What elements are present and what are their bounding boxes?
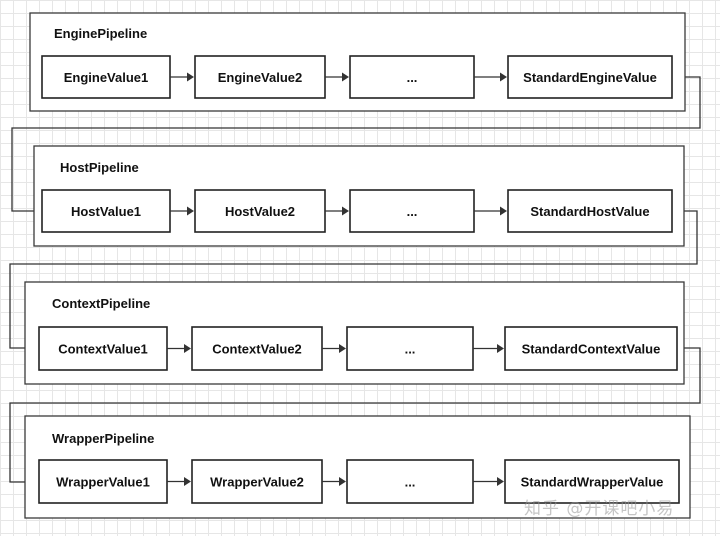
engine-arrow-head-2 (342, 72, 349, 82)
wrapper-arrow-head-3 (497, 477, 504, 486)
context-arrow-head-3 (497, 344, 504, 353)
wrapper-arrow-head-2 (339, 477, 346, 486)
context-arrow-head-1 (184, 344, 191, 353)
wrapper-valve-box-3 (346, 459, 474, 504)
context-valve-label-3: ... (405, 342, 416, 357)
host-arrow-head-2 (342, 206, 349, 216)
host-valve-label-1: HostValue1 (71, 204, 141, 219)
host-valve-label-2: HostValue2 (225, 204, 295, 219)
host-valve-label-4: StandardHostValue (530, 204, 649, 219)
context-valve-box-4 (504, 326, 678, 371)
pipeline-connector-line-1 (11, 76, 701, 212)
engine-arrow-head-3 (500, 72, 507, 82)
wrapper-pipeline-title: WrapperPipeline (52, 431, 154, 446)
host-valve-box-3 (349, 189, 475, 233)
context-valve-box-1 (38, 326, 168, 371)
engine-valve-label-2: EngineValue2 (218, 70, 303, 85)
context-arrow-head-2 (339, 344, 346, 353)
context-pipeline-title: ContextPipeline (52, 296, 150, 311)
wrapper-valve-box-2 (191, 459, 323, 504)
engine-pipeline-title: EnginePipeline (54, 26, 147, 41)
engine-valve-label-3: ... (407, 70, 418, 85)
host-valve-box-1 (41, 189, 171, 233)
engine-valve-label-4: StandardEngineValue (523, 70, 657, 85)
wrapper-valve-label-1: WrapperValue1 (56, 475, 150, 490)
host-pipeline-title: HostPipeline (60, 160, 139, 175)
wrapper-valve-label-4: StandardWrapperValue (521, 475, 664, 490)
context-valve-label-2: ContextValue2 (212, 342, 302, 357)
context-valve-box-3 (346, 326, 474, 371)
wrapper-arrow-head-1 (184, 477, 191, 486)
watermark-text: 知乎 @开课吧小易 (524, 499, 675, 519)
host-valve-box-4 (507, 189, 673, 233)
context-valve-box-2 (191, 326, 323, 371)
wrapper-valve-label-3: ... (405, 475, 416, 490)
wrapper-valve-box-1 (38, 459, 168, 504)
engine-valve-box-4 (507, 55, 673, 99)
pipeline-connector-line-3 (9, 347, 701, 483)
host-valve-label-3: ... (407, 204, 418, 219)
context-valve-label-4: StandardContextValue (522, 342, 661, 357)
host-arrow-head-1 (187, 206, 194, 216)
engine-arrow-head-1 (187, 72, 194, 82)
engine-valve-box-3 (349, 55, 475, 99)
wrapper-valve-label-2: WrapperValue2 (210, 475, 304, 490)
context-valve-label-1: ContextValue1 (58, 342, 148, 357)
engine-valve-label-1: EngineValue1 (64, 70, 149, 85)
pipeline-connector-line-2 (9, 210, 698, 349)
host-valve-box-2 (194, 189, 326, 233)
host-arrow-head-3 (500, 206, 507, 216)
wrapper-valve-box-4 (504, 459, 680, 504)
